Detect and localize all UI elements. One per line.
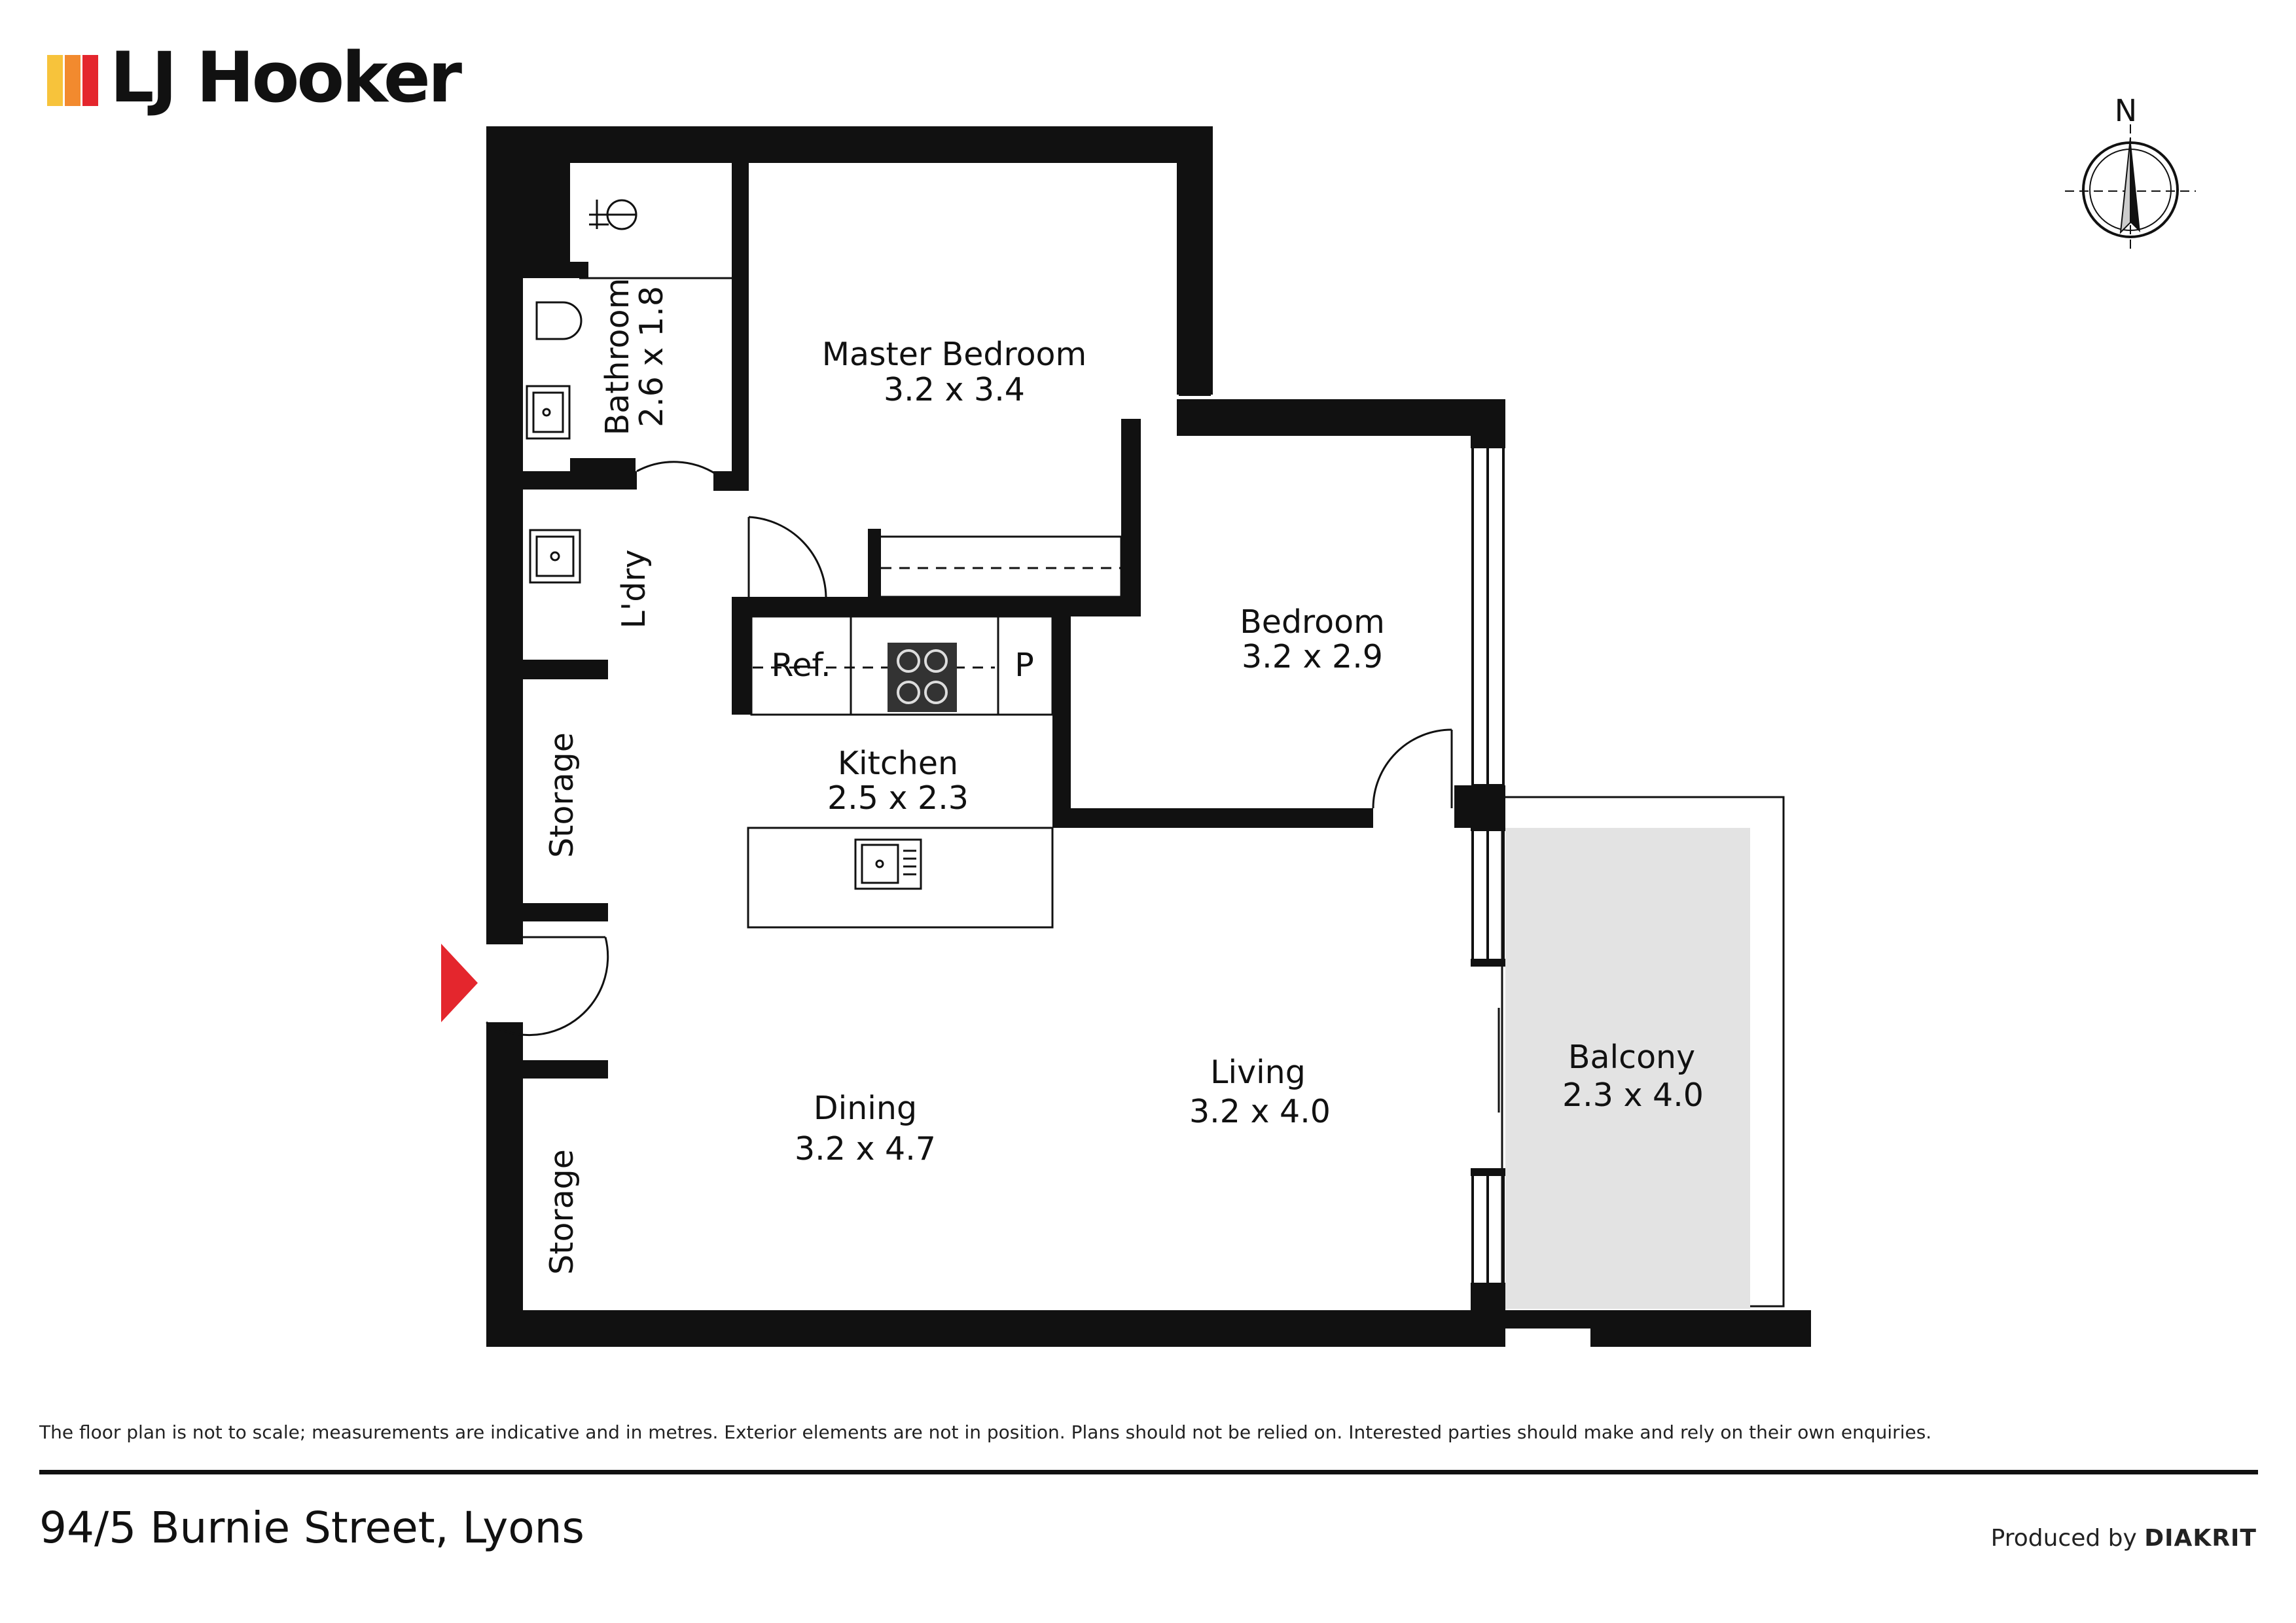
bedroom-dims: 3.2 x 2.9 [1242,638,1383,675]
compass-north-label: N [2115,93,2137,128]
balcony-floor [1505,828,1750,1309]
windows [1179,162,1505,1311]
logo-bar-yellow [47,55,63,106]
pantry-label: P [1014,647,1034,684]
living-dims: 3.2 x 4.0 [1189,1093,1331,1130]
laundry-name: L'dry [615,549,653,628]
bedroom-name: Bedroom [1240,603,1385,641]
bathroom-dims: 2.6 x 1.8 [633,286,670,427]
dining-dims: 3.2 x 4.7 [795,1130,936,1168]
north-compass-icon [2065,124,2196,249]
producer-credit: Produced by DIAKRIT [1991,1525,2257,1552]
kitchen-name: Kitchen [838,745,958,782]
master-bedroom-name: Master Bedroom [822,336,1087,373]
basin-icon [526,385,571,440]
bathroom-name: Bathroom [599,278,636,436]
logo-mark [47,55,98,106]
produced-by-label: Produced by [1990,1525,2137,1552]
living-name: Living [1210,1054,1306,1091]
window-frame-lower [1471,1168,1505,1176]
kitchen-dims: 2.5 x 2.3 [827,779,969,817]
doors [486,461,1453,1037]
kitchen-sink-icon [854,838,922,890]
bathroom-label: Bathroom 2.6 x 1.8 [599,278,670,436]
toilet-icon [535,301,583,340]
shower-icon [589,199,637,230]
bathroom-partitions [523,163,636,490]
cooktop-icon [888,643,957,712]
producer-name: DIAKRIT [2144,1525,2257,1552]
footer-divider [39,1470,2258,1474]
storage-upper-name: Storage [543,732,581,858]
laundry-tub-icon [529,529,581,584]
logo-bar-red [82,55,98,106]
fridge-label: Ref. [771,647,831,684]
property-address: 94/5 Burnie Street, Lyons [39,1503,584,1553]
master-bedroom-dims: 3.2 x 3.4 [884,371,1025,408]
storage-lower-name: Storage [543,1149,581,1275]
brand-name: LJ Hooker [110,37,462,118]
window-frame-upper [1471,959,1505,967]
logo-bar-orange [65,55,81,106]
entry-arrow-icon [441,944,478,1022]
disclaimer-text: The floor plan is not to scale; measurem… [39,1421,1932,1443]
balcony-dims: 2.3 x 4.0 [1562,1077,1704,1114]
dining-name: Dining [814,1090,917,1127]
balcony-name: Balcony [1568,1039,1695,1076]
